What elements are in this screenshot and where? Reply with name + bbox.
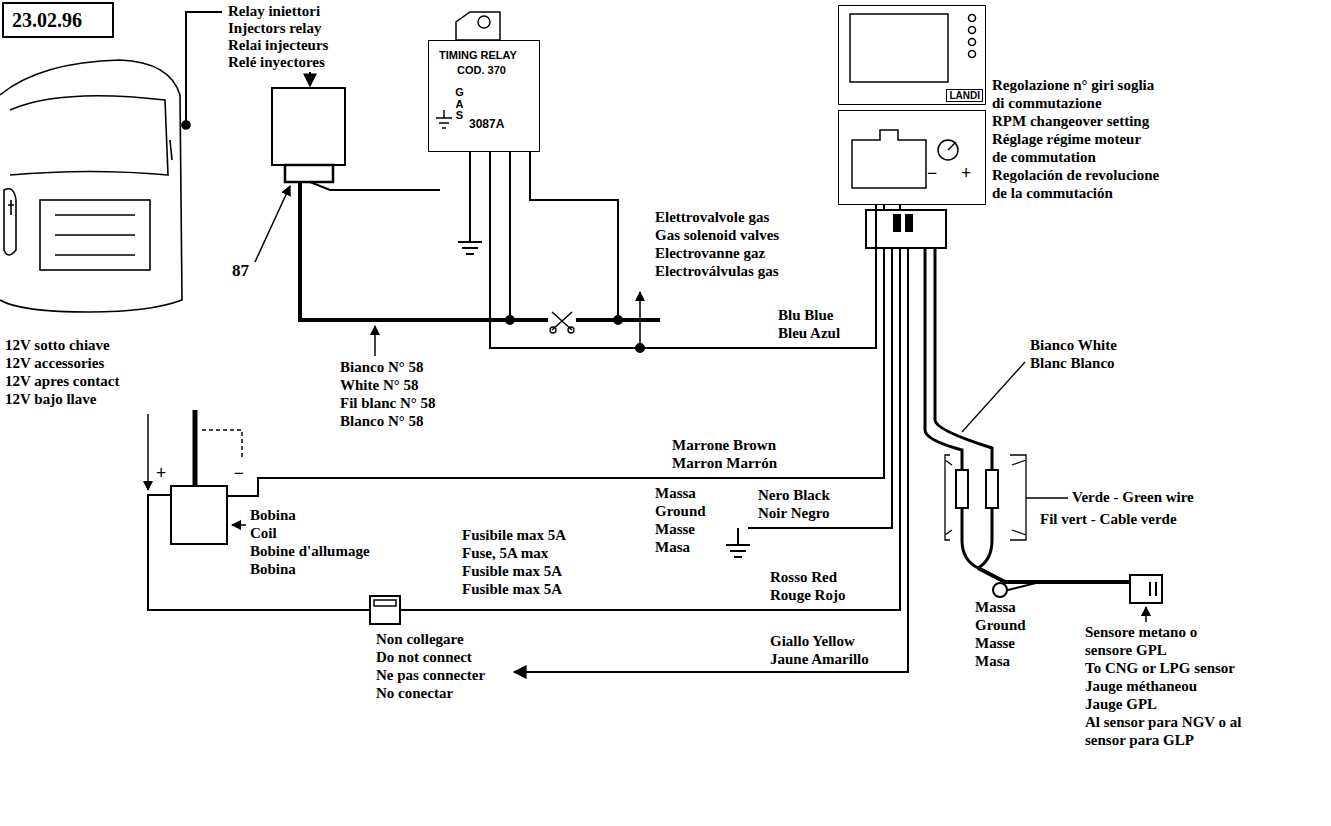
callout-label: sensor para GLP	[1085, 733, 1194, 749]
callout-label: de la commutación	[992, 186, 1113, 202]
callout-label: Relay iniettori	[228, 4, 320, 20]
callout-label: Sensore metano o	[1085, 625, 1197, 641]
node-text: +	[156, 463, 166, 484]
callout-label: Electrovanne gaz	[655, 246, 765, 262]
callout-label: Ground	[655, 504, 706, 520]
node-text: G A S	[455, 87, 464, 122]
callout-label: Massa	[975, 600, 1016, 616]
timing-relay: TIMING RELAY COD. 370 G A S 3087A	[428, 40, 540, 152]
callout-label: Massa	[655, 486, 696, 502]
callout-label: Bobine d'allumage	[250, 544, 370, 560]
date-box: 23.02.96	[2, 2, 114, 38]
callout-label: Bobina	[250, 562, 296, 578]
callout-label: Rouge Rojo	[770, 588, 845, 604]
callout-label: Masa	[975, 654, 1010, 670]
callout-label: Ne pas connecter	[376, 668, 485, 684]
control-unit: −+	[838, 110, 986, 205]
node-text: 3087A	[469, 117, 504, 131]
ignition-coil: +−	[170, 485, 228, 545]
timing-relay-pins	[436, 12, 644, 352]
callout-label: Coil	[250, 526, 277, 542]
callout-label: Noir Negro	[758, 506, 830, 522]
callout-label: Bianco White	[1030, 338, 1117, 354]
callout-label: Jaune Amarillo	[770, 652, 869, 668]
callout-label: Regolazione n° giri soglia	[992, 78, 1154, 94]
callout-label: Bianco N° 58	[340, 360, 424, 376]
node-text: COD. 370	[457, 64, 506, 76]
wires	[514, 205, 1162, 672]
node-text: −	[927, 163, 937, 184]
callout-label: RPM changeover setting	[992, 114, 1149, 130]
callout-label: Blanco N° 58	[340, 414, 424, 430]
callout-label: Fusibile max 5A	[462, 528, 566, 544]
node-text: LANDI	[946, 89, 983, 102]
callout-label: Blu Blue	[778, 308, 833, 324]
callout-label: Masa	[655, 540, 690, 556]
callout-label: Relai injecteurs	[228, 38, 328, 54]
callout-label: Marron Marrón	[672, 456, 777, 472]
landi-unit	[850, 14, 976, 248]
callout-label: Fil vert - Cable verde	[1040, 512, 1177, 528]
callout-label: Nero Black	[758, 488, 830, 504]
callout-label: No conectar	[376, 686, 453, 702]
callout-label: Do not connect	[376, 650, 472, 666]
callout-label: Elettrovalvole gas	[655, 210, 769, 226]
callout-label: 12V apres contact	[5, 374, 119, 390]
callout-label: Al sensor para NGV o al	[1085, 715, 1242, 731]
callout-label: Jauge GPL	[1085, 697, 1157, 713]
callout-label: Non collegare	[376, 632, 464, 648]
node-text: 23.02.96	[12, 9, 82, 32]
callout-label: White N° 58	[340, 378, 419, 394]
callout-label: Marrone Brown	[672, 438, 776, 454]
callout-label: Giallo Yellow	[770, 634, 855, 650]
wire-connector	[148, 205, 900, 610]
callout-label: 12V bajo llave	[5, 392, 96, 408]
callout-label: Regolación de revolucione	[992, 168, 1159, 184]
node-text: −	[234, 463, 244, 484]
callout-label: 12V sotto chiave	[5, 338, 110, 354]
callout-label: To CNG or LPG sensor	[1085, 661, 1235, 677]
injector-relay	[186, 12, 660, 356]
callout-label: Réglage régime moteur	[992, 132, 1141, 148]
callout-label: Verde - Green wire	[1072, 490, 1194, 506]
callout-label: Bobina	[250, 508, 296, 524]
callout-label: Bleu Azul	[778, 326, 840, 342]
callout-label: Injectors relay	[228, 21, 321, 37]
callout-label: Fusible max 5A	[462, 564, 562, 580]
callout-label: 12V accessories	[5, 356, 104, 372]
display-unit: LANDI	[838, 5, 986, 105]
callout-label: Blanc Blanco	[1030, 356, 1115, 372]
callout-label: Fil blanc N° 58	[340, 396, 436, 412]
coil-and-fuse	[148, 410, 400, 624]
callout-label: sensore GPL	[1085, 643, 1167, 659]
callout-label: Ground	[975, 618, 1026, 634]
callout-label: Jauge méthaneou	[1085, 679, 1197, 695]
callout-label: Electroválvulas gas	[655, 264, 778, 280]
callout-label: Fusible max 5A	[462, 582, 562, 598]
callout-label: Gas solenoid valves	[655, 228, 779, 244]
callout-label: 87	[232, 262, 249, 280]
node-text: TIMING RELAY	[439, 49, 517, 61]
callout-label: de commutation	[992, 150, 1096, 166]
callout-label: Masse	[975, 636, 1015, 652]
callout-label: Relé inyectores	[228, 55, 325, 71]
wire-connector	[228, 205, 884, 496]
callout-label: Masse	[655, 522, 695, 538]
car-illustration	[0, 60, 190, 312]
callout-label: Fuse, 5A max	[462, 546, 548, 562]
callout-label: Rosso Red	[770, 570, 837, 586]
node-text: +	[961, 163, 971, 184]
callout-label: di commutazione	[992, 96, 1102, 112]
